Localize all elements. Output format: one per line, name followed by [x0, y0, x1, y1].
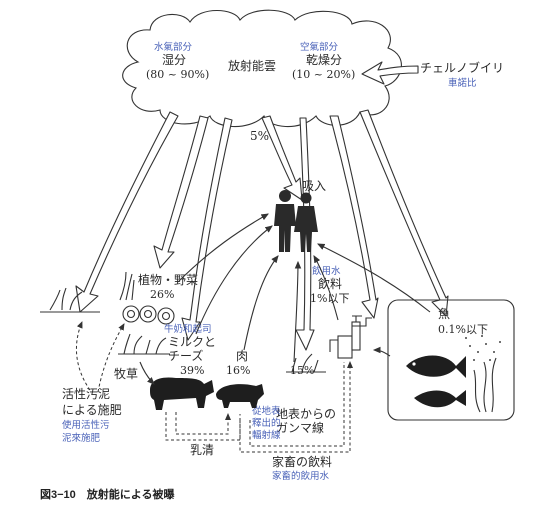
dash-sludge-to-plants	[97, 323, 125, 393]
source-blue: 車諾比	[448, 77, 477, 89]
ground-label-1: 地表からの	[276, 407, 336, 421]
arrow-meat-to-people	[243, 255, 279, 351]
arrow-ground-to-people	[293, 260, 302, 363]
fish-label: 魚	[438, 307, 450, 321]
ground-blue-2: 釋出的	[252, 417, 281, 429]
water-pct: 1%以下	[310, 292, 349, 305]
sludge-blue-1: 使用活性污	[62, 419, 110, 431]
arrow-inhalation	[261, 115, 303, 201]
feed-label: 家畜の飲料	[272, 454, 332, 469]
dash-sludge-to-fields	[76, 321, 91, 391]
feed-blue: 家畜的飲用水	[272, 470, 330, 482]
figure-caption: 図3−10 放射能による被曝	[40, 487, 174, 501]
milk-pct: 39%	[180, 364, 204, 377]
milk-label-2: チーズ	[168, 348, 203, 363]
meat-label: 肉	[236, 349, 248, 363]
dash-whey	[175, 412, 231, 435]
arrow-to-sea	[359, 109, 449, 317]
ground-label-2: ガンマ線	[276, 420, 324, 435]
arrow-water-to-people	[313, 255, 339, 321]
inhalation-pct: 5%	[250, 129, 269, 143]
cloud-right-blue: 空氣部分	[300, 41, 339, 53]
sludge-label-1: 活性汚泥	[62, 387, 110, 401]
arrow-milk-to-people	[195, 225, 273, 335]
arrow-fish-to-people	[317, 243, 431, 313]
fish-pct: 0.1%以下	[438, 323, 488, 336]
arrow-to-water	[329, 115, 379, 319]
seaweed-icon	[473, 357, 497, 413]
cloud-center-title: 放射能雲	[228, 58, 276, 73]
grass-icon	[40, 271, 135, 313]
dash-feed-water	[239, 361, 353, 453]
faucet-icon	[329, 315, 372, 359]
cabbage-icon	[122, 305, 175, 325]
sludge-blue-2: 泥來施肥	[62, 432, 101, 444]
grass-icon-pasture	[118, 333, 326, 373]
pasture-label: 牧草	[114, 367, 138, 381]
dash-feed-water-2	[249, 362, 345, 447]
dash-whey-2	[165, 412, 241, 441]
fish-icon	[406, 355, 466, 408]
milk-label-1: ミルクと	[168, 335, 216, 349]
cloud-right-title: 乾燥分	[306, 53, 342, 67]
cow-icon	[150, 377, 214, 410]
plants-pct: 26%	[150, 288, 174, 301]
cloud-left-range: (80 ~ 90%)	[146, 68, 209, 81]
arrow-sea-to-faucet	[372, 346, 391, 357]
arrow-to-fields-left	[75, 111, 179, 313]
sludge-label-2: による施肥	[62, 403, 122, 417]
meat-pct: 16%	[226, 364, 250, 377]
ground-blue-3: 輻射線	[252, 429, 281, 441]
arrow-pasture-to-cow	[139, 361, 155, 385]
ground-blue-1: 從地表	[252, 405, 281, 417]
sea-box	[387, 299, 515, 421]
arrow-to-pasture	[181, 117, 233, 341]
cloud-right-range: (10 ~ 20%)	[292, 68, 355, 81]
people-icon	[274, 190, 318, 252]
cloud-left-blue: 水氣部分	[154, 41, 193, 53]
whey-label: 乳清	[190, 443, 214, 457]
cloud-left-title: 湿分	[162, 52, 186, 67]
plankton-dots	[465, 335, 501, 361]
source-arrow	[361, 61, 419, 85]
milk-blue: 牛奶和起司	[164, 323, 212, 335]
cloud-icon	[122, 9, 402, 128]
inhalation-label: 吸入	[302, 179, 326, 193]
pig-icon	[216, 384, 264, 408]
water-blue: 飲用水	[312, 265, 341, 277]
plants-label: 植物・野菜	[138, 272, 198, 287]
arrow-plants-to-people	[177, 213, 269, 283]
source-label: チェルノブイリ	[420, 60, 504, 75]
water-label: 飲料	[318, 276, 342, 291]
arrow-to-plants	[153, 115, 209, 269]
